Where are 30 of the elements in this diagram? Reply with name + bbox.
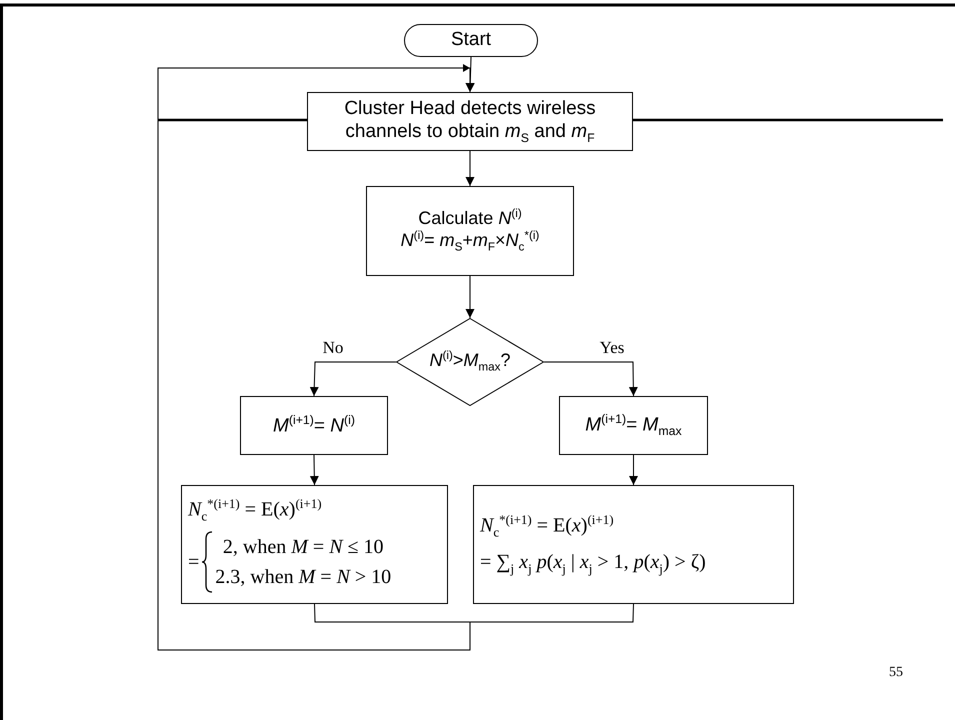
edge-label: Yes <box>600 338 624 358</box>
process-box <box>181 485 448 604</box>
arrow <box>310 454 319 486</box>
process-box <box>473 485 794 604</box>
edge-label: No <box>322 338 344 358</box>
page-number: 55 <box>889 665 903 681</box>
decision-diamond <box>396 318 544 406</box>
arrow <box>629 454 638 486</box>
node-text: Cluster Head detects wireless channels to obtain m$_{S}$ and m$_{F}$ <box>343 98 597 146</box>
node-text: M$^{(i+1)}$= N$^{(i)}$ <box>273 412 355 438</box>
arrow <box>466 276 474 318</box>
arrow <box>158 68 634 650</box>
process-box <box>366 186 574 276</box>
arrow <box>544 362 638 396</box>
process-box <box>307 92 633 151</box>
formula-text: = ∑$_{j}$ x$_{j}$ p(x$_{j}$ | x$_{j}$ > 1, p(x$_{j}$) > ζ) <box>480 550 706 577</box>
node-text: M$^{(i+1)}$= M$_{max}$ <box>585 412 682 439</box>
formula-text: N$_{c}$$^{*(i+1)}$ = E(x)$^{(i+1)}$ <box>480 512 614 540</box>
arrow <box>310 362 396 396</box>
formula-text: N$_{c}$$^{*(i+1)}$ = E(x)$^{(i+1)}$ <box>188 496 322 525</box>
node-text: Start <box>450 29 492 52</box>
formula-text: = <box>188 550 200 574</box>
terminal-box <box>404 24 538 57</box>
node-text: Calculate N$^{(i)}$ <box>418 206 522 230</box>
formula-text: 2, when M = N ≤ 10 <box>222 534 385 559</box>
node-text: N$^{(i)}$>M$_{max}$? <box>429 349 510 375</box>
process-box <box>240 396 388 455</box>
arrow <box>466 150 474 186</box>
formula-text: 2.3, when M = N > 10 <box>215 564 392 589</box>
process-box <box>559 396 708 455</box>
